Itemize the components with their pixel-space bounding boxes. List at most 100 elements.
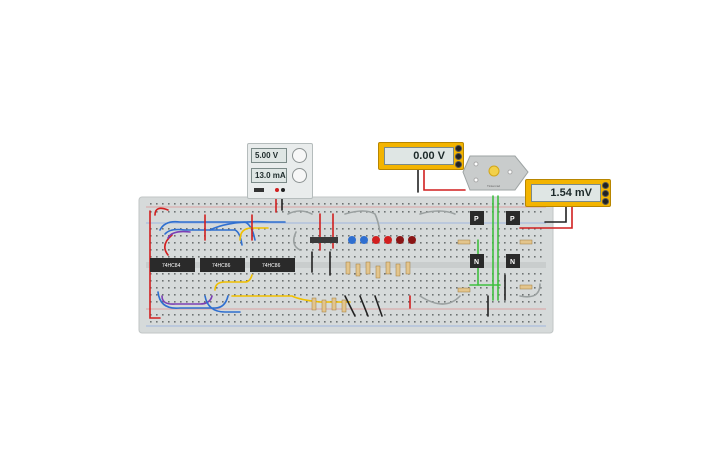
breadboard-hole[interactable] xyxy=(534,235,536,237)
breadboard-hole[interactable] xyxy=(540,256,542,258)
breadboard-hole[interactable] xyxy=(528,211,530,213)
breadboard-hole[interactable] xyxy=(210,314,212,316)
breadboard-hole[interactable] xyxy=(306,249,308,251)
breadboard-hole[interactable] xyxy=(474,280,476,282)
breadboard-hole[interactable] xyxy=(282,211,284,213)
breadboard-hole[interactable] xyxy=(204,211,206,213)
breadboard-hole[interactable] xyxy=(162,273,164,275)
breadboard-hole[interactable] xyxy=(258,301,260,303)
breadboard-hole[interactable] xyxy=(444,203,446,205)
breadboard-hole[interactable] xyxy=(252,256,254,258)
breadboard-hole[interactable] xyxy=(240,256,242,258)
breadboard-hole[interactable] xyxy=(450,242,452,244)
breadboard-hole[interactable] xyxy=(228,301,230,303)
breadboard-hole[interactable] xyxy=(222,256,224,258)
breadboard-hole[interactable] xyxy=(216,287,218,289)
breadboard-hole[interactable] xyxy=(468,256,470,258)
breadboard-hole[interactable] xyxy=(396,228,398,230)
breadboard-hole[interactable] xyxy=(342,314,344,316)
breadboard-hole[interactable] xyxy=(462,235,464,237)
breadboard-hole[interactable] xyxy=(372,203,374,205)
breadboard-hole[interactable] xyxy=(186,242,188,244)
breadboard-hole[interactable] xyxy=(288,228,290,230)
breadboard-hole[interactable] xyxy=(228,249,230,251)
breadboard-hole[interactable] xyxy=(204,256,206,258)
breadboard-hole[interactable] xyxy=(276,314,278,316)
breadboard-hole[interactable] xyxy=(162,249,164,251)
breadboard-hole[interactable] xyxy=(282,228,284,230)
breadboard-hole[interactable] xyxy=(504,301,506,303)
breadboard-hole[interactable] xyxy=(480,235,482,237)
breadboard-hole[interactable] xyxy=(444,314,446,316)
breadboard-hole[interactable] xyxy=(420,273,422,275)
breadboard-hole[interactable] xyxy=(324,235,326,237)
breadboard-hole[interactable] xyxy=(486,203,488,205)
breadboard-hole[interactable] xyxy=(372,273,374,275)
breadboard-hole[interactable] xyxy=(258,294,260,296)
breadboard-hole[interactable] xyxy=(270,203,272,205)
breadboard-hole[interactable] xyxy=(438,256,440,258)
breadboard-hole[interactable] xyxy=(510,203,512,205)
dc-motor[interactable]: Tinkercad xyxy=(462,155,529,191)
breadboard-hole[interactable] xyxy=(186,294,188,296)
breadboard-hole[interactable] xyxy=(432,228,434,230)
breadboard-hole[interactable] xyxy=(474,273,476,275)
breadboard-hole[interactable] xyxy=(438,301,440,303)
breadboard-hole[interactable] xyxy=(168,249,170,251)
breadboard-hole[interactable] xyxy=(312,235,314,237)
breadboard-hole[interactable] xyxy=(540,235,542,237)
breadboard-hole[interactable] xyxy=(372,228,374,230)
breadboard-hole[interactable] xyxy=(516,235,518,237)
breadboard-hole[interactable] xyxy=(516,321,518,323)
breadboard-hole[interactable] xyxy=(270,301,272,303)
breadboard-hole[interactable] xyxy=(210,235,212,237)
breadboard-hole[interactable] xyxy=(192,294,194,296)
breadboard-hole[interactable] xyxy=(504,242,506,244)
breadboard-hole[interactable] xyxy=(378,287,380,289)
breadboard-hole[interactable] xyxy=(468,321,470,323)
breadboard-hole[interactable] xyxy=(510,228,512,230)
breadboard-hole[interactable] xyxy=(234,235,236,237)
breadboard-hole[interactable] xyxy=(384,287,386,289)
transistor[interactable]: P xyxy=(506,211,520,225)
breadboard-hole[interactable] xyxy=(432,249,434,251)
breadboard-hole[interactable] xyxy=(420,235,422,237)
breadboard-hole[interactable] xyxy=(180,249,182,251)
breadboard-hole[interactable] xyxy=(246,280,248,282)
breadboard-hole[interactable] xyxy=(228,294,230,296)
breadboard-hole[interactable] xyxy=(432,242,434,244)
breadboard-hole[interactable] xyxy=(498,301,500,303)
breadboard-hole[interactable] xyxy=(378,294,380,296)
breadboard-hole[interactable] xyxy=(438,242,440,244)
breadboard-hole[interactable] xyxy=(426,314,428,316)
breadboard-hole[interactable] xyxy=(534,256,536,258)
breadboard-hole[interactable] xyxy=(450,321,452,323)
breadboard-hole[interactable] xyxy=(396,256,398,258)
breadboard-hole[interactable] xyxy=(432,314,434,316)
breadboard-hole[interactable] xyxy=(162,256,164,258)
transistor[interactable]: N xyxy=(470,254,484,268)
breadboard-hole[interactable] xyxy=(450,287,452,289)
breadboard-hole[interactable] xyxy=(306,280,308,282)
breadboard-hole[interactable] xyxy=(408,211,410,213)
breadboard-hole[interactable] xyxy=(522,203,524,205)
breadboard-hole[interactable] xyxy=(264,321,266,323)
breadboard-hole[interactable] xyxy=(198,280,200,282)
breadboard-hole[interactable] xyxy=(306,256,308,258)
breadboard-hole[interactable] xyxy=(456,287,458,289)
breadboard-hole[interactable] xyxy=(516,203,518,205)
breadboard-hole[interactable] xyxy=(474,203,476,205)
breadboard-hole[interactable] xyxy=(324,314,326,316)
breadboard-hole[interactable] xyxy=(240,280,242,282)
breadboard-hole[interactable] xyxy=(174,280,176,282)
breadboard-hole[interactable] xyxy=(402,321,404,323)
breadboard-hole[interactable] xyxy=(192,203,194,205)
breadboard-hole[interactable] xyxy=(504,249,506,251)
breadboard-hole[interactable] xyxy=(528,280,530,282)
breadboard-hole[interactable] xyxy=(432,203,434,205)
breadboard-hole[interactable] xyxy=(162,242,164,244)
breadboard-hole[interactable] xyxy=(264,203,266,205)
breadboard-hole[interactable] xyxy=(540,273,542,275)
breadboard-hole[interactable] xyxy=(330,287,332,289)
breadboard-hole[interactable] xyxy=(522,294,524,296)
